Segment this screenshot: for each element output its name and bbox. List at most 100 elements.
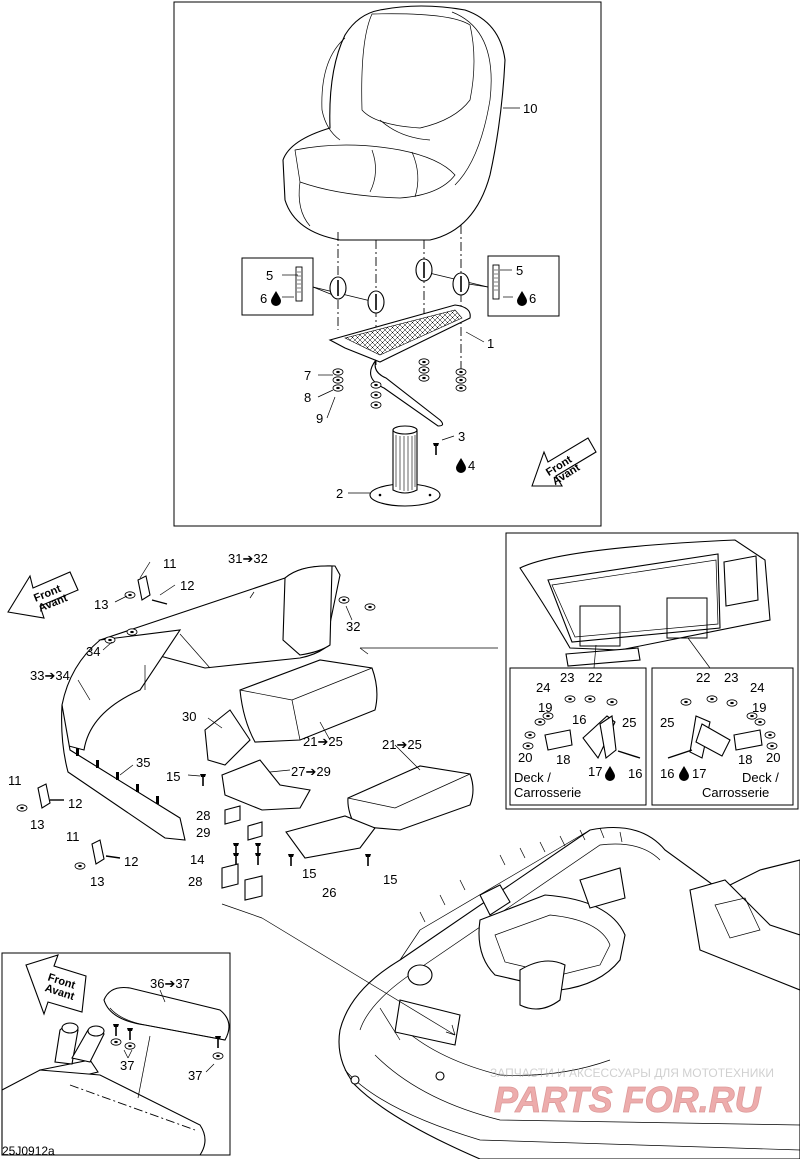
label-36-37: 36➔37 bbox=[150, 976, 190, 991]
armrest-section: Front Avant 36➔37 37 37 bbox=[1, 952, 231, 1156]
detail-label-19-right: 19 bbox=[752, 700, 766, 715]
side-pad-part-33 bbox=[61, 629, 182, 751]
label-3: 3 bbox=[458, 429, 465, 444]
detail-label-20-left: 20 bbox=[518, 750, 532, 765]
seat-section: Front Avant 10 5 6 5 6 1 7 8 9 3 4 2 bbox=[173, 1, 602, 527]
detail-label-18-left: 18 bbox=[556, 752, 570, 767]
detail-label-22-left: 22 bbox=[588, 670, 602, 685]
label-9: 9 bbox=[316, 411, 323, 426]
label-11-mid: 11 bbox=[8, 773, 22, 788]
watermark: ЗАПЧАСТИ И АКСЕССУАРЫ ДЛЯ МОТОТЕХНИКИ PA… bbox=[490, 1066, 774, 1120]
label-29: 29 bbox=[196, 825, 210, 840]
seat-part-10 bbox=[282, 5, 506, 241]
label-7: 7 bbox=[304, 368, 311, 383]
label-31-32: 31➔32 bbox=[228, 551, 268, 566]
label-12-mid: 12 bbox=[68, 796, 82, 811]
watermark-brand: PARTS FOR.RU bbox=[494, 1079, 762, 1120]
label-27-29: 27➔29 bbox=[291, 764, 331, 779]
detail-label-16-left-low: 16 bbox=[628, 766, 642, 781]
hinge-detail-section: 24 23 22 19 16 25 20 18 17 16 22 23 24 2… bbox=[505, 532, 799, 810]
label-1: 1 bbox=[487, 336, 494, 351]
clip-group-low bbox=[74, 839, 121, 870]
drawing-code: 25J0912a bbox=[2, 1144, 55, 1158]
label-10: 10 bbox=[523, 101, 537, 116]
label-35: 35 bbox=[136, 755, 150, 770]
deck-label-left-2: Carrosserie bbox=[514, 785, 581, 800]
clip-group-mid bbox=[16, 783, 64, 812]
deck-label-right-2: Carrosserie bbox=[702, 785, 769, 800]
label-21-25-left: 21➔25 bbox=[303, 734, 343, 749]
detail-label-17-right: 17 bbox=[692, 766, 706, 781]
hinge-left-box bbox=[509, 667, 647, 806]
watermark-subtitle: ЗАПЧАСТИ И АКСЕССУАРЫ ДЛЯ МОТОТЕХНИКИ bbox=[490, 1066, 774, 1080]
label-13-low: 13 bbox=[90, 874, 104, 889]
label-12-top: 12 bbox=[180, 578, 194, 593]
label-8: 8 bbox=[304, 390, 311, 405]
hull-section bbox=[261, 827, 800, 1159]
label-11-top: 11 bbox=[163, 556, 177, 571]
label-15-left: 15 bbox=[166, 769, 180, 784]
label-2: 2 bbox=[336, 486, 343, 501]
seat-cushion-part-21-right bbox=[347, 765, 474, 831]
clip-group-top bbox=[124, 575, 168, 605]
label-30: 30 bbox=[182, 709, 196, 724]
label-13-top: 13 bbox=[94, 597, 108, 612]
pad-part-30 bbox=[204, 709, 251, 766]
oil-drop-icon bbox=[271, 291, 281, 306]
detail-label-19-left: 19 bbox=[538, 700, 552, 715]
front-arrow-icon-top: Front Avant bbox=[531, 437, 597, 488]
bolt-left bbox=[295, 266, 303, 302]
label-4: 4 bbox=[468, 458, 475, 473]
label-11-low: 11 bbox=[66, 829, 80, 844]
detail-label-16-left: 16 bbox=[572, 712, 586, 727]
label-12-low: 12 bbox=[124, 854, 138, 869]
bolt-box-right bbox=[487, 255, 560, 317]
label-21-25-right: 21➔25 bbox=[382, 737, 422, 752]
label-6-left: 6 bbox=[260, 291, 267, 306]
detail-label-16-right: 16 bbox=[660, 766, 674, 781]
detail-label-24-right: 24 bbox=[750, 680, 764, 695]
front-arrow-icon-left: Front Avant bbox=[7, 571, 79, 619]
detail-label-22-right: 22 bbox=[696, 670, 710, 685]
label-15-mid: 15 bbox=[302, 866, 316, 881]
seat-section-frame bbox=[173, 1, 602, 527]
oil-drop-icon bbox=[679, 766, 689, 781]
oil-drop-icon bbox=[605, 766, 615, 781]
detail-label-25-left: 25 bbox=[622, 715, 636, 730]
label-32: 32 bbox=[346, 619, 360, 634]
nut-stack-right bbox=[418, 358, 467, 392]
label-14: 14 bbox=[190, 852, 204, 867]
pedestal-part-2 bbox=[369, 425, 441, 507]
cushion-part-27 bbox=[221, 759, 311, 811]
label-28-top: 28 bbox=[196, 808, 210, 823]
label-37-left: 37 bbox=[120, 1058, 134, 1073]
label-37-right: 37 bbox=[188, 1068, 202, 1083]
deck-label-right-1: Deck / bbox=[742, 770, 779, 785]
cushion-section: Front Avant bbox=[7, 551, 498, 919]
detail-label-17-left: 17 bbox=[588, 764, 602, 779]
bolt-right bbox=[492, 264, 500, 300]
side-panel-part-35 bbox=[61, 704, 186, 841]
label-6-right: 6 bbox=[529, 291, 536, 306]
seat-base-part-1 bbox=[328, 304, 471, 427]
bolt-box-left bbox=[241, 257, 314, 316]
hinge-right-box bbox=[651, 667, 794, 806]
label-15-right: 15 bbox=[383, 872, 397, 887]
label-13-mid: 13 bbox=[30, 817, 44, 832]
hinge-right bbox=[667, 695, 778, 759]
label-5-right: 5 bbox=[516, 263, 523, 278]
clip-part-28-29 bbox=[221, 805, 263, 919]
oil-drop-icon bbox=[456, 458, 466, 473]
detail-label-23-right: 23 bbox=[724, 670, 738, 685]
front-arrow-icon-bottom: Front Avant bbox=[25, 954, 87, 1016]
label-33-34: 33➔34 bbox=[30, 668, 70, 683]
label-26: 26 bbox=[322, 885, 336, 900]
detail-label-23-left: 23 bbox=[560, 670, 574, 685]
cushion-part-26 bbox=[285, 815, 376, 859]
label-28-bottom: 28 bbox=[188, 874, 202, 889]
hinge-detail-frame bbox=[505, 532, 799, 810]
label-5-left: 5 bbox=[266, 268, 273, 283]
detail-label-18-right: 18 bbox=[738, 752, 752, 767]
seat-cushion-part-21-left bbox=[239, 659, 378, 743]
